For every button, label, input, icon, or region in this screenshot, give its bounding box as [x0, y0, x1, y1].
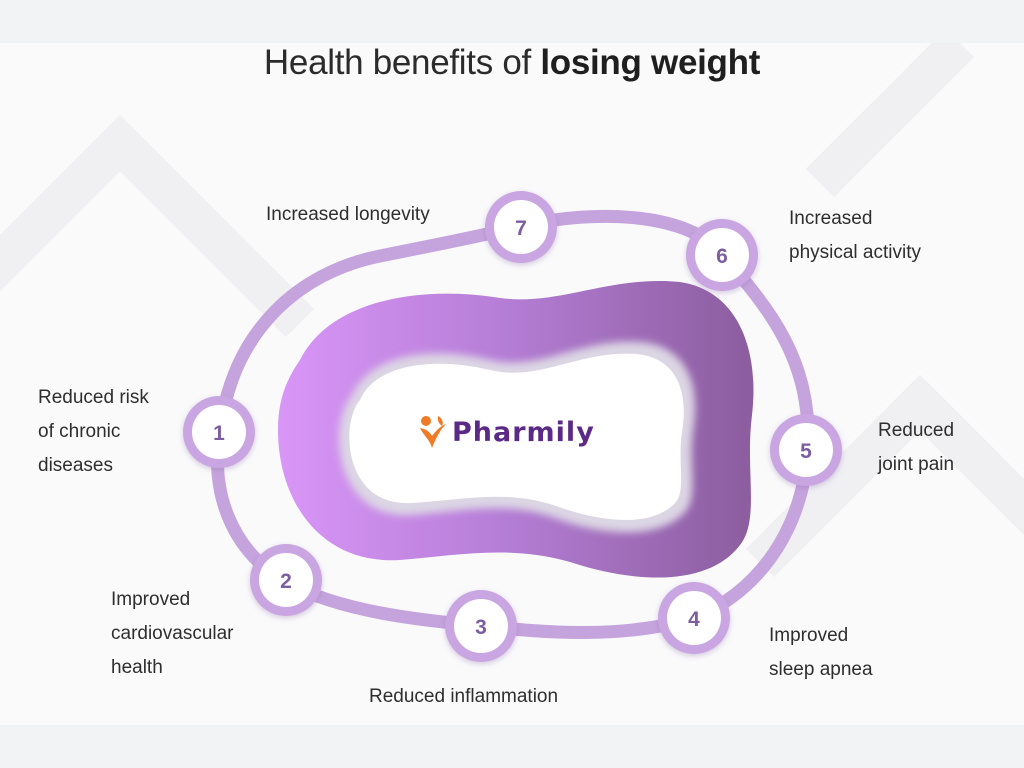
node-3: [445, 590, 517, 662]
node-3-number: 3: [475, 616, 487, 639]
title-prefix: Health benefits of: [263, 43, 541, 82]
background-pattern: [0, 43, 1024, 578]
node-2: [250, 544, 322, 616]
node-7: [485, 191, 557, 263]
node-5-number: 5: [800, 440, 812, 463]
benefit-label-1: Reduced risk of chronic diseases: [38, 387, 149, 476]
node-6: [686, 219, 758, 291]
node-7-number: 7: [515, 217, 527, 240]
node-2-number: 2: [280, 570, 292, 593]
benefit-label-4: Improved sleep apnea: [769, 625, 873, 680]
benefit-label-2: Improved cardiovascular health: [111, 589, 234, 678]
benefit-label-6: Increased physical activity: [789, 208, 921, 263]
benefit-label-5: Reduced joint pain: [878, 420, 955, 475]
node-4: [658, 582, 730, 654]
benefit-label-7: Increased longevity: [266, 204, 430, 225]
page-title: Health benefits of losing weight: [0, 43, 1024, 83]
pharmily-logo-icon: [420, 416, 446, 448]
node-1-number: 1: [213, 422, 225, 445]
node-1: [183, 396, 255, 468]
node-5: [770, 414, 842, 486]
node-6-number: 6: [716, 245, 728, 268]
center-inner-white: [349, 353, 684, 520]
benefit-label-3: Reduced inflammation: [369, 686, 559, 707]
logo-text: Pharmily: [452, 416, 595, 448]
node-4-number: 4: [688, 608, 700, 631]
pharmily-logo: Pharmily: [418, 408, 595, 456]
title-bold: losing weight: [540, 43, 761, 82]
